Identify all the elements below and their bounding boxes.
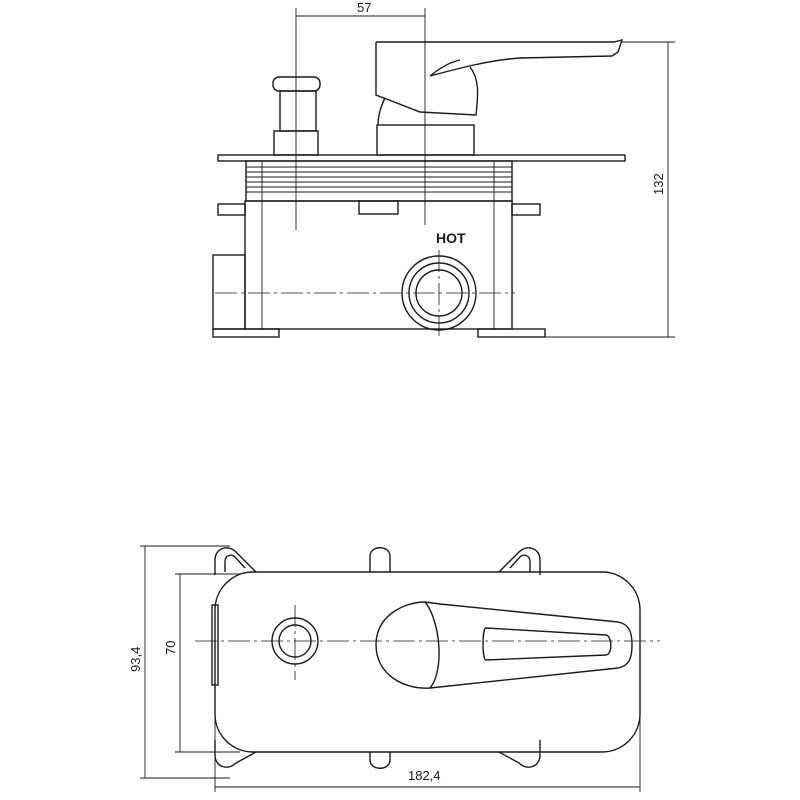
lug-top-right [498, 547, 541, 575]
tab-center [358, 200, 399, 215]
lever-handle [376, 39, 624, 77]
cover-plate [214, 571, 641, 753]
lug-top-left-inner [224, 554, 246, 572]
inlet-label: HOT [436, 230, 466, 246]
lug-bottom-center [369, 752, 391, 769]
lug-bottom-left [214, 740, 257, 768]
faceplate [217, 154, 626, 162]
foot-right [477, 328, 546, 338]
lever-slot [482, 627, 612, 661]
dim-182-text: 182,4 [408, 768, 441, 783]
dim-132-text: 132 [651, 173, 666, 195]
knob-stem [279, 90, 317, 132]
foot-left [212, 328, 280, 338]
lug-top-left [214, 547, 257, 575]
front-view: HOT 132 57 [212, 0, 675, 338]
lug-top-center [369, 547, 391, 572]
handle-neck [377, 97, 386, 126]
lug-top-right-inner [509, 554, 531, 572]
side-plate [212, 254, 246, 330]
tab-left [217, 203, 246, 216]
top-view: 93,4 70 182,4 [128, 545, 660, 792]
dim-93-text: 93,4 [128, 647, 143, 672]
knob-cap [272, 76, 321, 92]
threaded-sleeve [245, 160, 513, 330]
dim-70-text: 70 [163, 641, 178, 655]
handle-base [376, 124, 475, 156]
handle-body [375, 42, 479, 116]
lug-bottom-right [498, 740, 541, 768]
dim-57-text: 57 [357, 0, 371, 15]
plate-side-edge [211, 604, 219, 686]
lever-handle-top [375, 601, 633, 689]
handle-bulge [424, 601, 440, 689]
tab-right [511, 203, 541, 216]
